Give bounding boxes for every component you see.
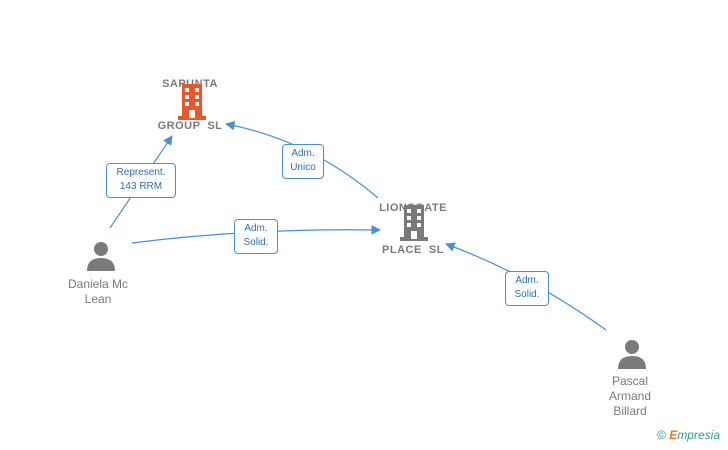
brand-name: mpresia [677,428,720,442]
building-icon[interactable] [398,205,430,241]
edge-label-adm-unico[interactable]: Adm. Unico [282,144,324,179]
building-icon[interactable] [176,84,208,120]
copyright-symbol: © [657,428,666,442]
edge-label-line: 143 RRM [119,181,163,192]
person-label-daniela[interactable]: Daniela Mc Lean [48,277,148,307]
person-name-line: Armand [608,389,652,403]
company-name-line: PLACE SL [382,244,444,256]
edge-label-line: Unico [290,162,316,173]
person-name-line: Billard [613,404,647,418]
brand-logo-initial: E [669,428,678,442]
edge-label-adm-solid-daniela[interactable]: Adm. Solid. [234,219,278,254]
edge-label-adm-solid-pascal[interactable]: Adm. Solid. [505,271,549,306]
edge-label-line: Represent. [116,167,166,178]
edge-label-line: Adm. [244,223,268,234]
person-icon[interactable] [617,339,647,369]
brand-footer: © Empresia [657,428,720,442]
edge-label-line: Adm. [291,148,315,159]
edge-label-represent[interactable]: Represent. 143 RRM [106,163,176,198]
edge-label-line: Solid. [514,289,540,300]
person-label-pascal[interactable]: Pascal Armand Billard [580,374,680,419]
person-name-line: Pascal [611,374,649,388]
edge-label-line: Solid. [243,237,269,248]
person-name-line: Lean [84,292,112,306]
person-name-line: Daniela Mc [67,277,129,291]
edge-label-line: Adm. [515,275,539,286]
person-icon[interactable] [86,241,116,271]
company-name-line: GROUP SL [157,120,223,132]
